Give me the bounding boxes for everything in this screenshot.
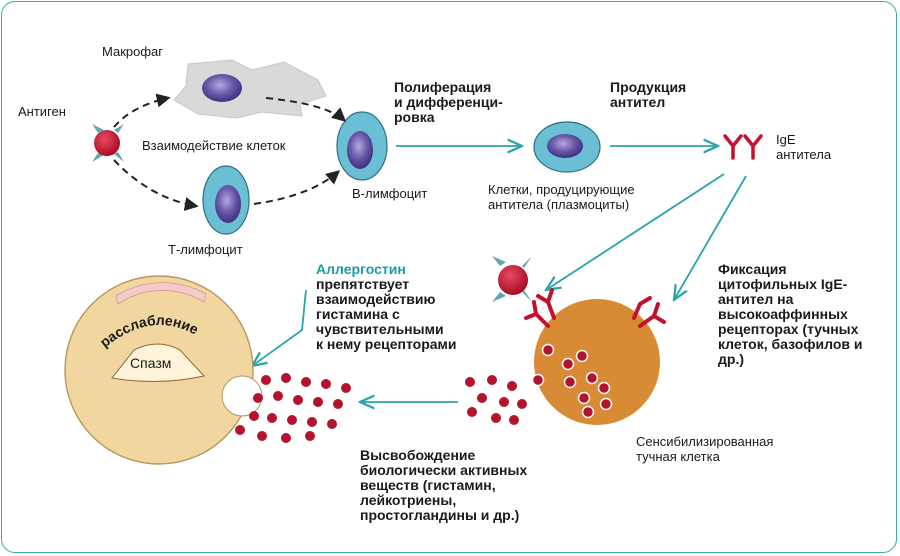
released-mediators: [235, 373, 527, 443]
ige-antibodies-label: IgE антитела: [776, 132, 832, 162]
t-lymphocyte-label: Т-лимфоцит: [168, 242, 243, 257]
target-smooth-muscle-cell: [64, 275, 263, 465]
mast-cell-granules: [531, 343, 613, 419]
spasm-label: Спазм: [130, 355, 172, 371]
b-lymphocyte-cell: [336, 111, 388, 181]
fixation-label: Фиксация цитофильных IgE- антител на выс…: [718, 261, 863, 367]
antibody-production-label: Продукция антител: [610, 79, 687, 110]
release-label: Высвобождение биологически активных веще…: [360, 447, 528, 523]
t-lymphocyte-cell: [202, 165, 250, 235]
b-lymphocyte-label: В-лимфоцит: [352, 186, 428, 201]
antigen-particle: [92, 124, 124, 162]
allergostin-block: Аллергостин препятствует взаимодействию …: [316, 261, 457, 352]
macrophage-label: Макрофаг: [102, 44, 164, 59]
cell-interaction-label: Взаимодействие клеток: [142, 138, 286, 153]
macrophage-cell: [173, 59, 327, 119]
antigen-label: Антиген: [18, 104, 66, 119]
ige-antibody-icon: [723, 134, 763, 160]
proliferation-label: Полиферация и дифференци- ровка: [394, 79, 503, 125]
plasma-cells-label: Клетки, продуцирующие антитела (плазмоци…: [488, 182, 635, 212]
ige-receptors: [524, 288, 666, 328]
mast-cell: [534, 299, 660, 425]
allergostin-name: Аллергостин: [316, 261, 406, 277]
interaction-arrows: [113, 93, 347, 211]
process-arrows: [176, 146, 747, 402]
antigen-on-receptor: [492, 256, 532, 302]
sensitized-mast-cell-label: Сенсибилизированная тучная клетка: [636, 434, 774, 464]
plasma-cell: [533, 121, 601, 173]
